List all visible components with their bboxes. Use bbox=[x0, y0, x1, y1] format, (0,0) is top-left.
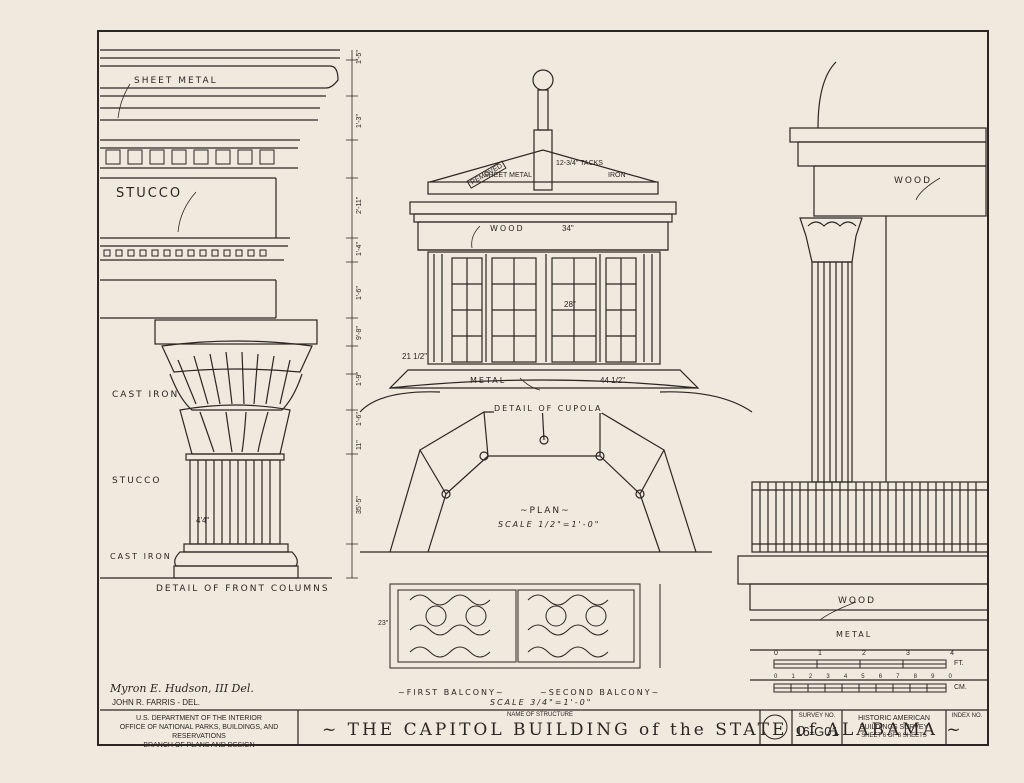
survey-seal bbox=[762, 714, 788, 740]
left-dimension-string bbox=[346, 50, 358, 579]
scale-cm-numbers: 0 1 2 3 4 5 6 7 8 9 0 bbox=[774, 674, 952, 680]
label-cast-iron-2: CAST IRON bbox=[110, 552, 172, 561]
scale-ft-unit: FT. bbox=[954, 660, 964, 667]
dim-28: 28" bbox=[564, 300, 576, 309]
survey-no-caption: SURVEY NO. bbox=[798, 713, 836, 719]
scale-ft-4: 4 bbox=[950, 650, 954, 657]
scale-ft-2: 2 bbox=[862, 650, 866, 657]
dim-left-3: 1'-4" bbox=[356, 242, 363, 256]
dim-column-width: 4'4" bbox=[196, 516, 210, 525]
title-block-agency: U.S. DEPARTMENT OF THE INTERIOR OFFICE O… bbox=[100, 714, 298, 750]
balcony-railing bbox=[389, 583, 661, 669]
dentils bbox=[103, 149, 275, 257]
scale-cm-8: 8 bbox=[913, 674, 917, 680]
scale-cm-10: 0 bbox=[948, 674, 952, 680]
scale-cm-1: 1 bbox=[791, 674, 795, 680]
label-sheet-metal: SHEET METAL bbox=[134, 76, 218, 86]
dim-left-7: 1'-6" bbox=[356, 412, 363, 426]
label-sheet-metal-cupola: SHEET METAL bbox=[484, 172, 532, 179]
scale-cm-0: 0 bbox=[774, 674, 778, 680]
caption-plan-scale: SCALE 1/2"=1'-0" bbox=[498, 520, 601, 529]
label-metal-cupola: METAL bbox=[470, 376, 507, 385]
scale-ft-numbers: 0 1 2 3 4 bbox=[774, 650, 954, 657]
label-wood-right: WOOD bbox=[894, 176, 932, 186]
habs-line-2: BUILDINGS SURVEY bbox=[859, 724, 929, 731]
label-stucco-2: STUCCO bbox=[112, 476, 162, 486]
dim-left-4: 1'-6" bbox=[356, 286, 363, 300]
caption-detail-of-cupola: DETAIL OF CUPOLA bbox=[494, 404, 603, 413]
label-metal-lower: METAL bbox=[836, 630, 873, 639]
dim-left-1: 1'-3" bbox=[356, 114, 363, 128]
habs-line-1: HISTORIC AMERICAN bbox=[858, 715, 930, 722]
dim-left-5: 9'-8" bbox=[356, 326, 363, 340]
dim-left-9: 35'-5" bbox=[356, 496, 363, 514]
survey-number: 16-G01 bbox=[795, 724, 839, 739]
habs-block: HISTORIC AMERICAN BUILDINGS SURVEY SHEET… bbox=[842, 714, 946, 741]
scale-ft-3: 3 bbox=[906, 650, 910, 657]
title-block-lines bbox=[100, 709, 988, 744]
caption-detail-front-columns: DETAIL OF FRONT COLUMNS bbox=[156, 584, 330, 594]
scale-cm-unit: CM. bbox=[954, 684, 967, 691]
signature-line-1: Myron E. Hudson, III Del. bbox=[110, 682, 254, 695]
caption-plan: ~PLAN~ bbox=[520, 506, 571, 516]
scale-cm-6: 6 bbox=[878, 674, 883, 680]
graphic-scale bbox=[773, 659, 947, 693]
scale-cm-7: 7 bbox=[896, 674, 900, 680]
label-iron: IRON bbox=[608, 172, 626, 179]
structure-name: ~ THE CAPITOL BUILDING of the STATE of A… bbox=[322, 720, 964, 740]
dim-23: 23" bbox=[378, 620, 389, 627]
entablature-detail bbox=[100, 49, 340, 319]
index-no-caption: INDEX NO. bbox=[951, 713, 983, 719]
scale-cm-5: 5 bbox=[861, 674, 865, 680]
drawing-sheet-border bbox=[97, 30, 989, 746]
leader-lines bbox=[117, 83, 941, 621]
label-cast-iron-1: CAST IRON bbox=[112, 390, 180, 400]
label-tacks: 12-3/4" TACKS bbox=[556, 160, 603, 167]
cupola-elevation bbox=[359, 69, 753, 413]
caption-balcony-scale: SCALE 3/4"=1'-0" bbox=[490, 698, 593, 707]
name-of-structure-caption: NAME OF STRUCTURE bbox=[507, 712, 573, 718]
dim-44: 44 1/2" bbox=[600, 376, 626, 385]
label-wood-cupola: WOOD bbox=[490, 224, 525, 233]
caption-second-balcony: ~SECOND BALCONY~ bbox=[540, 688, 661, 697]
front-column bbox=[154, 319, 318, 579]
dim-left-6: 1'-9" bbox=[356, 372, 363, 386]
scale-cm-3: 3 bbox=[826, 674, 830, 680]
caption-first-balcony: ~FIRST BALCONY~ bbox=[398, 688, 505, 697]
label-stucco-top: STUCCO bbox=[116, 186, 183, 201]
label-wood-lower: WOOD bbox=[838, 596, 876, 606]
agency-line-2: OFFICE OF NATIONAL PARKS, BUILDINGS, AND… bbox=[119, 724, 279, 740]
scale-ft-1: 1 bbox=[818, 650, 822, 657]
cupola-plan bbox=[389, 403, 697, 553]
dim-21: 21 1/2" bbox=[402, 352, 428, 361]
dim-left-0: 1'-5" bbox=[356, 50, 363, 64]
dim-left-2: 2'-11" bbox=[356, 196, 363, 214]
scale-cm-2: 2 bbox=[808, 674, 813, 680]
agency-line-3: BRANCH OF PLANS AND DESIGN bbox=[143, 742, 255, 749]
signature-line-2: JOHN R. FARRIS - DEL. bbox=[112, 698, 201, 707]
scale-cm-4: 4 bbox=[843, 674, 848, 680]
sheet-count: SHEET 6 OF 8 SHEETS bbox=[861, 733, 927, 739]
dim-left-8: 11" bbox=[356, 440, 363, 450]
dim-34: 34" bbox=[562, 224, 574, 233]
scale-cm-9: 9 bbox=[931, 674, 935, 680]
agency-line-1: U.S. DEPARTMENT OF THE INTERIOR bbox=[136, 715, 262, 722]
scale-ft-0: 0 bbox=[774, 650, 778, 657]
portico-elevation bbox=[737, 61, 989, 681]
